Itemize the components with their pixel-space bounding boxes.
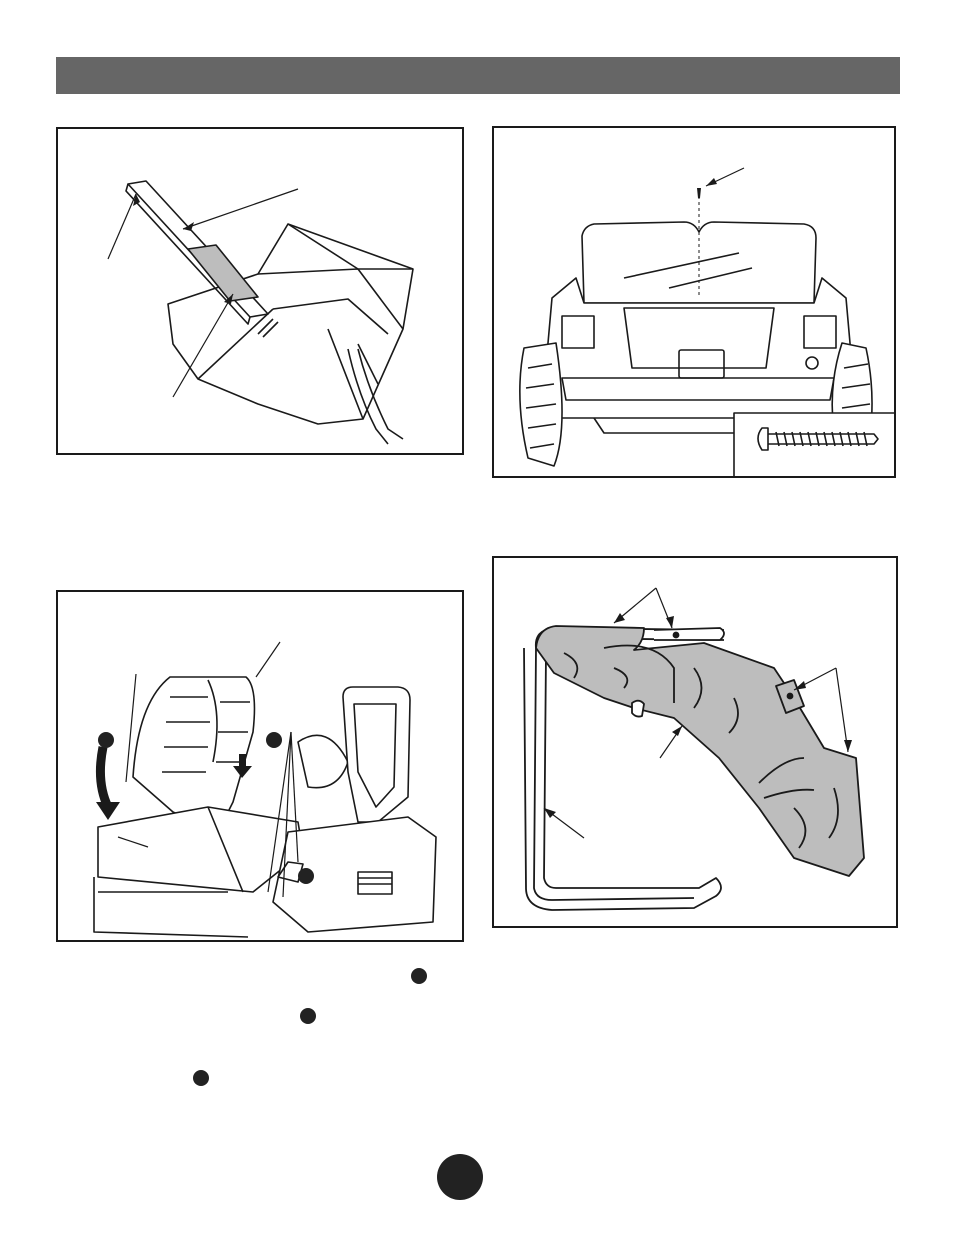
step-marker-3 — [298, 868, 314, 884]
seat-installation-illustration — [58, 592, 462, 940]
roll-bar-cover-illustration — [494, 558, 896, 926]
figure-seat-back-bracket — [56, 127, 464, 455]
step-marker-1-reference — [411, 968, 427, 984]
step-marker-2-reference — [300, 1008, 316, 1024]
seat-back-bracket-illustration — [58, 129, 462, 453]
page-number-badge — [437, 1154, 483, 1200]
rotate-arrow — [100, 747, 108, 807]
figure-rear-windshield-screw — [492, 126, 896, 478]
callout-line-bracket-end — [108, 194, 136, 259]
callout-line-seat-back — [256, 642, 280, 677]
down-arrow-icon — [239, 754, 246, 768]
step-marker-3-reference — [193, 1070, 209, 1086]
section-header-bar — [56, 57, 900, 94]
vehicle-rear-illustration — [494, 128, 894, 476]
figure-seat-installation — [56, 590, 464, 942]
step-marker-1 — [98, 732, 114, 748]
callout-line-bracket — [183, 189, 298, 229]
callout-line-cover-end — [836, 668, 848, 752]
step-marker-2 — [266, 732, 282, 748]
figure-roll-bar-cover — [492, 556, 898, 928]
screw-icon — [697, 188, 701, 198]
